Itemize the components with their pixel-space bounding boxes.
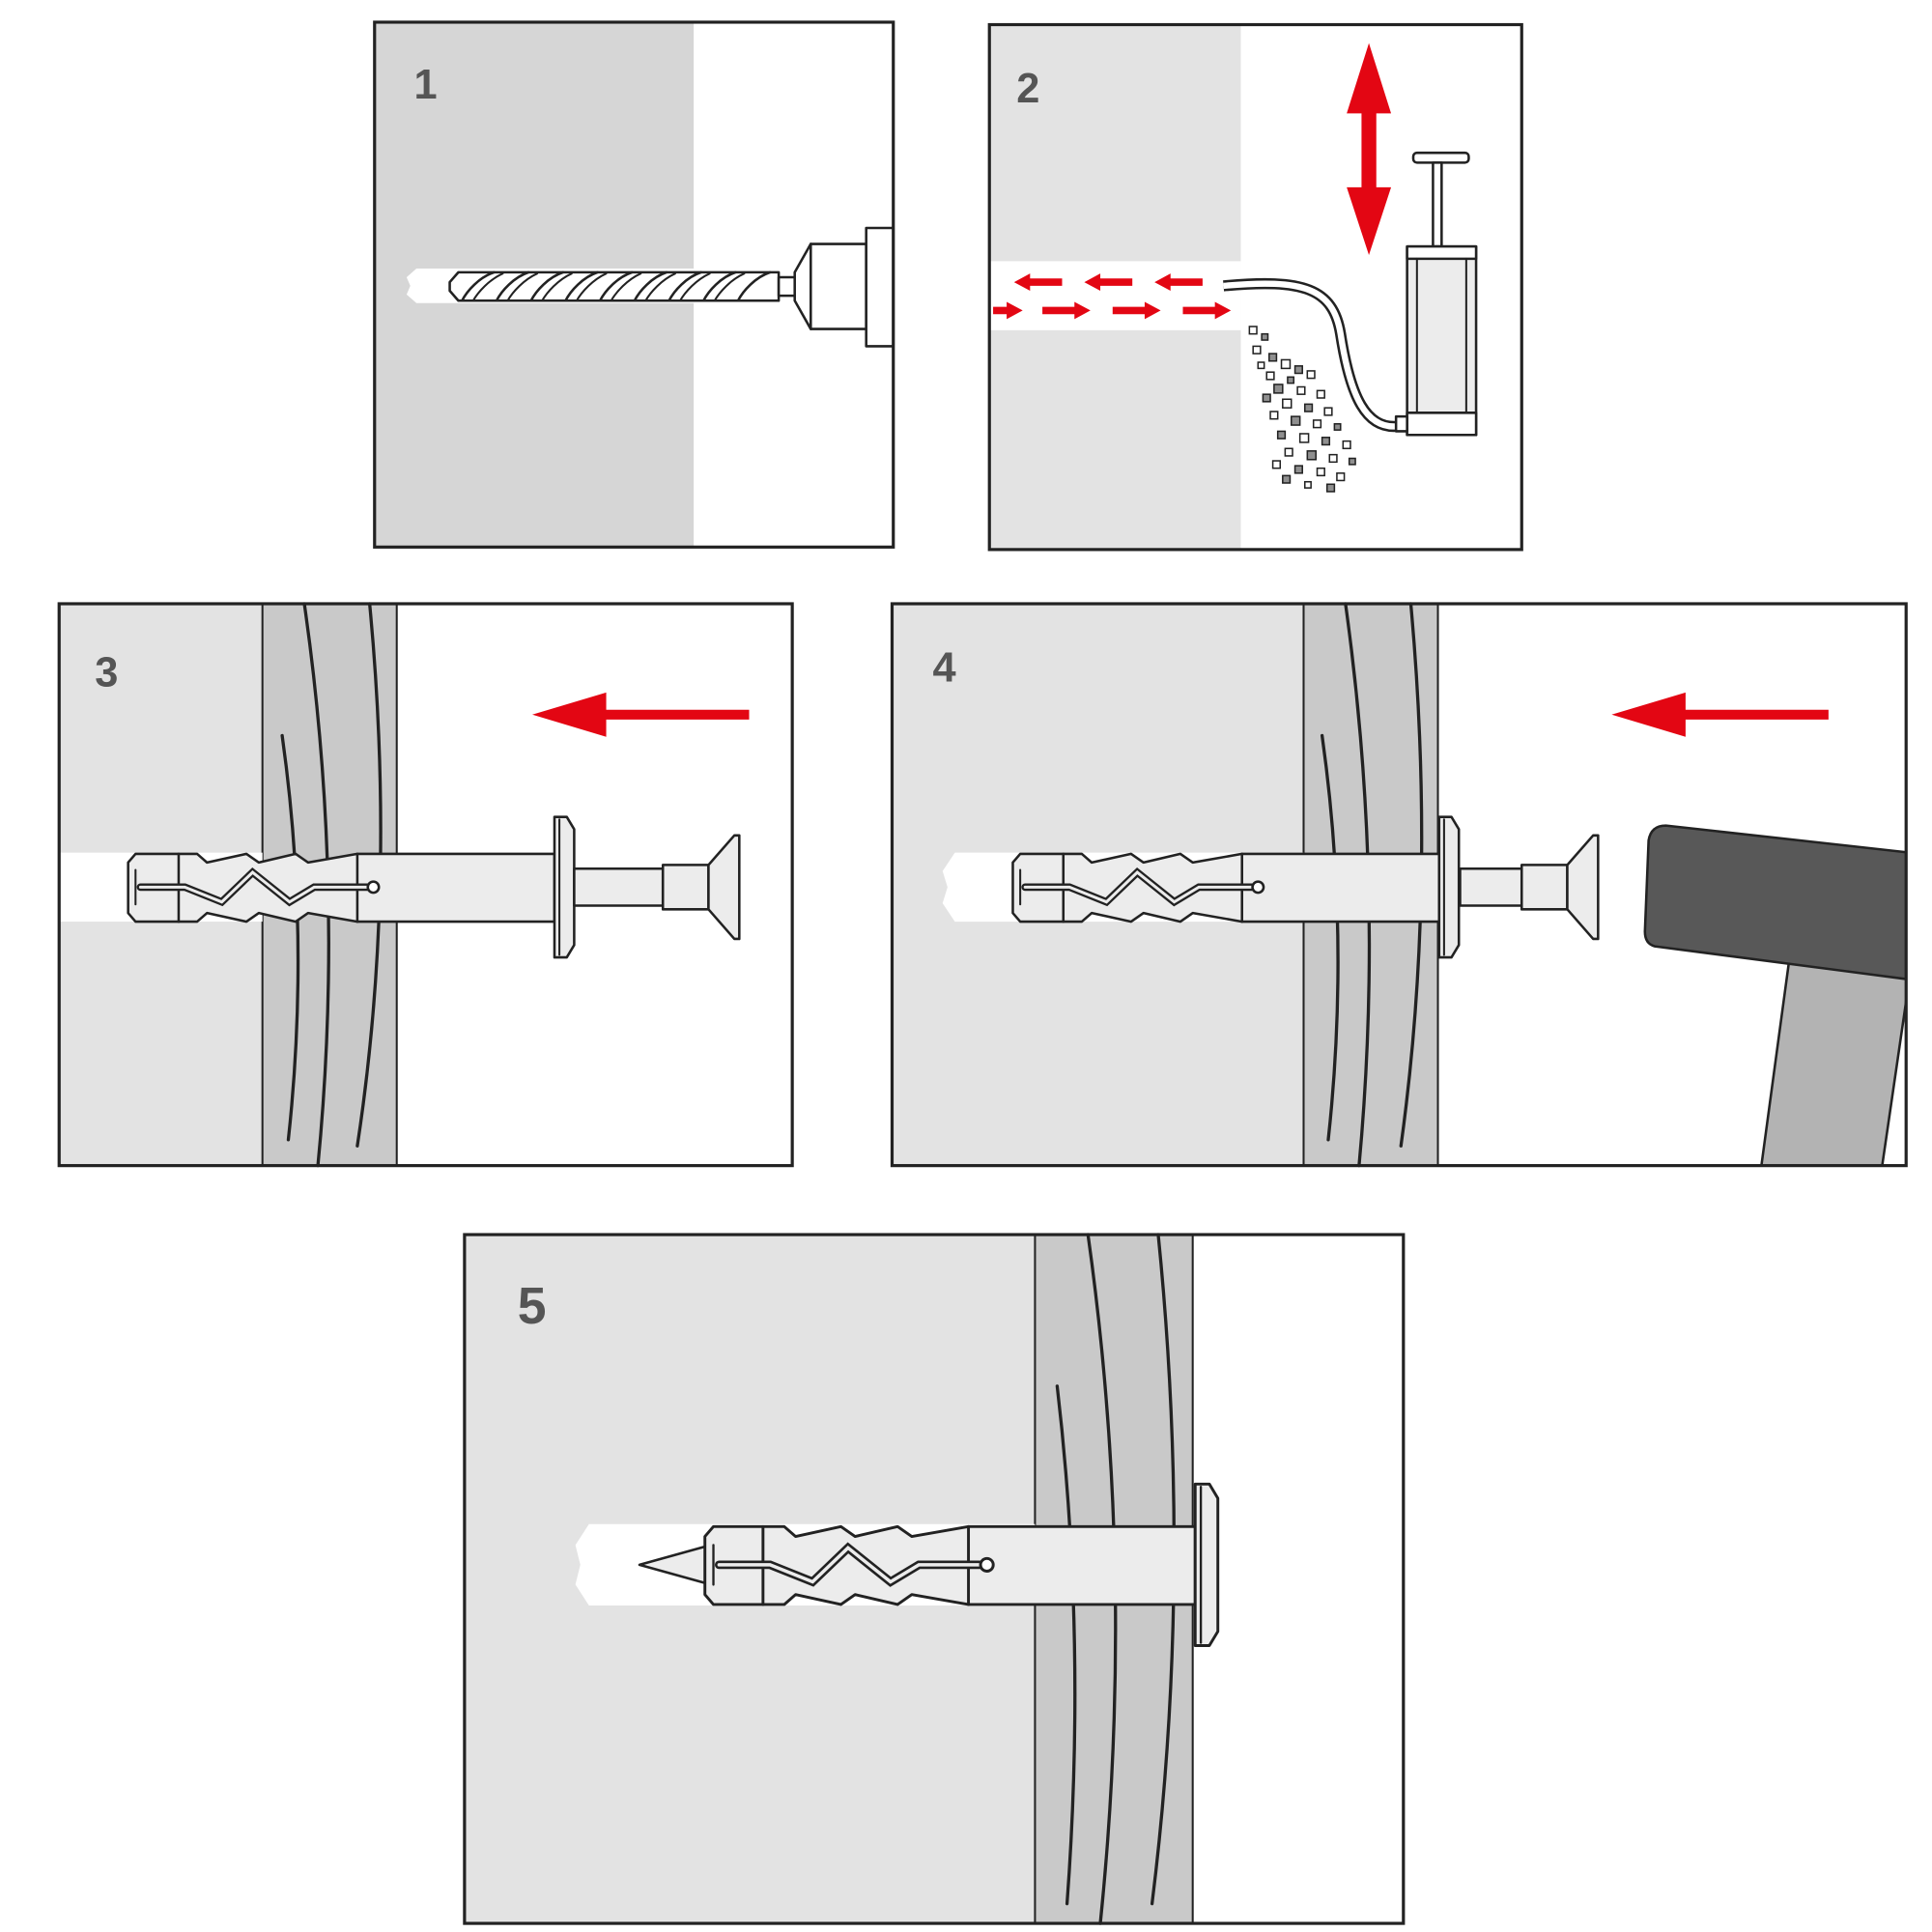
nail-screw-icon: [1459, 834, 1600, 941]
red-arrow-icon: [993, 301, 1023, 320]
dust-particle: [1276, 430, 1287, 440]
red-arrow-icon: [1013, 273, 1063, 292]
dust-particle: [1293, 365, 1303, 375]
dust-particle: [1316, 389, 1325, 399]
dust-particle: [1321, 437, 1331, 446]
dust-particle: [1303, 403, 1314, 412]
step-4-panel: 4: [890, 602, 1908, 1168]
dust-particle: [1296, 385, 1306, 395]
dust-particle: [1261, 332, 1269, 341]
drilled-hole: [989, 261, 1241, 330]
airflow-in-arrows: [993, 301, 1232, 320]
dust-particle: [1312, 419, 1322, 429]
nail-screw-icon: [573, 834, 741, 941]
dust-particle: [1328, 453, 1338, 464]
pump-up-down-arrow-icon: [1347, 43, 1392, 256]
step-3-panel: 3: [57, 602, 794, 1168]
pump-hose: [1223, 277, 1398, 433]
drill-flutes: [461, 270, 772, 302]
dust-particle: [1268, 353, 1278, 362]
step-1-panel: 1: [373, 20, 895, 549]
step-number: 3: [95, 649, 118, 696]
dust-particle: [1323, 407, 1333, 416]
panel-frame: [987, 22, 1523, 552]
red-arrow-icon: [1042, 301, 1091, 320]
red-arrow-icon: [1154, 273, 1203, 292]
step-number: 2: [1016, 66, 1039, 112]
dust-particle: [1273, 384, 1284, 394]
dust-particle: [1304, 480, 1312, 489]
step-number: 1: [414, 62, 438, 108]
dust-particle: [1271, 460, 1282, 469]
dust-particle: [1269, 411, 1279, 420]
dust-particle: [1333, 423, 1342, 431]
dust-particle: [1262, 393, 1271, 403]
dust-particle: [1298, 433, 1310, 443]
dust-particle: [1348, 457, 1356, 466]
dust-particle: [1248, 326, 1258, 335]
dust-particles: [1248, 326, 1356, 493]
panel-frame: [890, 602, 1908, 1168]
dust-particle: [1252, 345, 1262, 355]
drill-chuck-icon: [793, 226, 895, 348]
step-number: 5: [518, 1278, 547, 1335]
hand-pump-icon: [1394, 151, 1478, 437]
red-arrow-icon: [1182, 301, 1232, 320]
dust-particle: [1257, 361, 1265, 370]
dust-particle: [1284, 447, 1293, 457]
dust-particle: [1336, 472, 1346, 482]
red-arrow-icon: [1611, 692, 1829, 737]
panel-frame: [373, 20, 895, 549]
dust-particle: [1287, 376, 1295, 384]
airflow-out-arrows: [1013, 273, 1203, 292]
dust-particle: [1306, 370, 1316, 380]
drill-bit-icon: [448, 270, 798, 302]
dust-particle: [1325, 483, 1336, 493]
red-arrow-icon: [1112, 301, 1161, 320]
dust-particle: [1293, 465, 1303, 474]
red-arrow-icon: [532, 692, 750, 737]
dust-particle: [1290, 415, 1301, 426]
panel-frame: [57, 602, 794, 1168]
hammer-icon: [1643, 824, 1907, 1166]
dust-particle: [1342, 440, 1351, 450]
dust-particle: [1265, 371, 1275, 381]
dust-particle: [1280, 358, 1292, 370]
red-arrow-icon: [1084, 273, 1133, 292]
step-5-panel: 5: [463, 1233, 1406, 1925]
hammer-handle: [1760, 959, 1907, 1166]
dust-particle: [1306, 450, 1318, 461]
hammer-head: [1643, 824, 1907, 980]
panel-frame: [463, 1233, 1406, 1925]
dust-particle: [1316, 467, 1325, 477]
dust-particle: [1282, 398, 1293, 409]
step-number: 4: [933, 644, 956, 691]
dust-particle: [1282, 474, 1292, 484]
step-2-panel: 2: [987, 22, 1523, 552]
